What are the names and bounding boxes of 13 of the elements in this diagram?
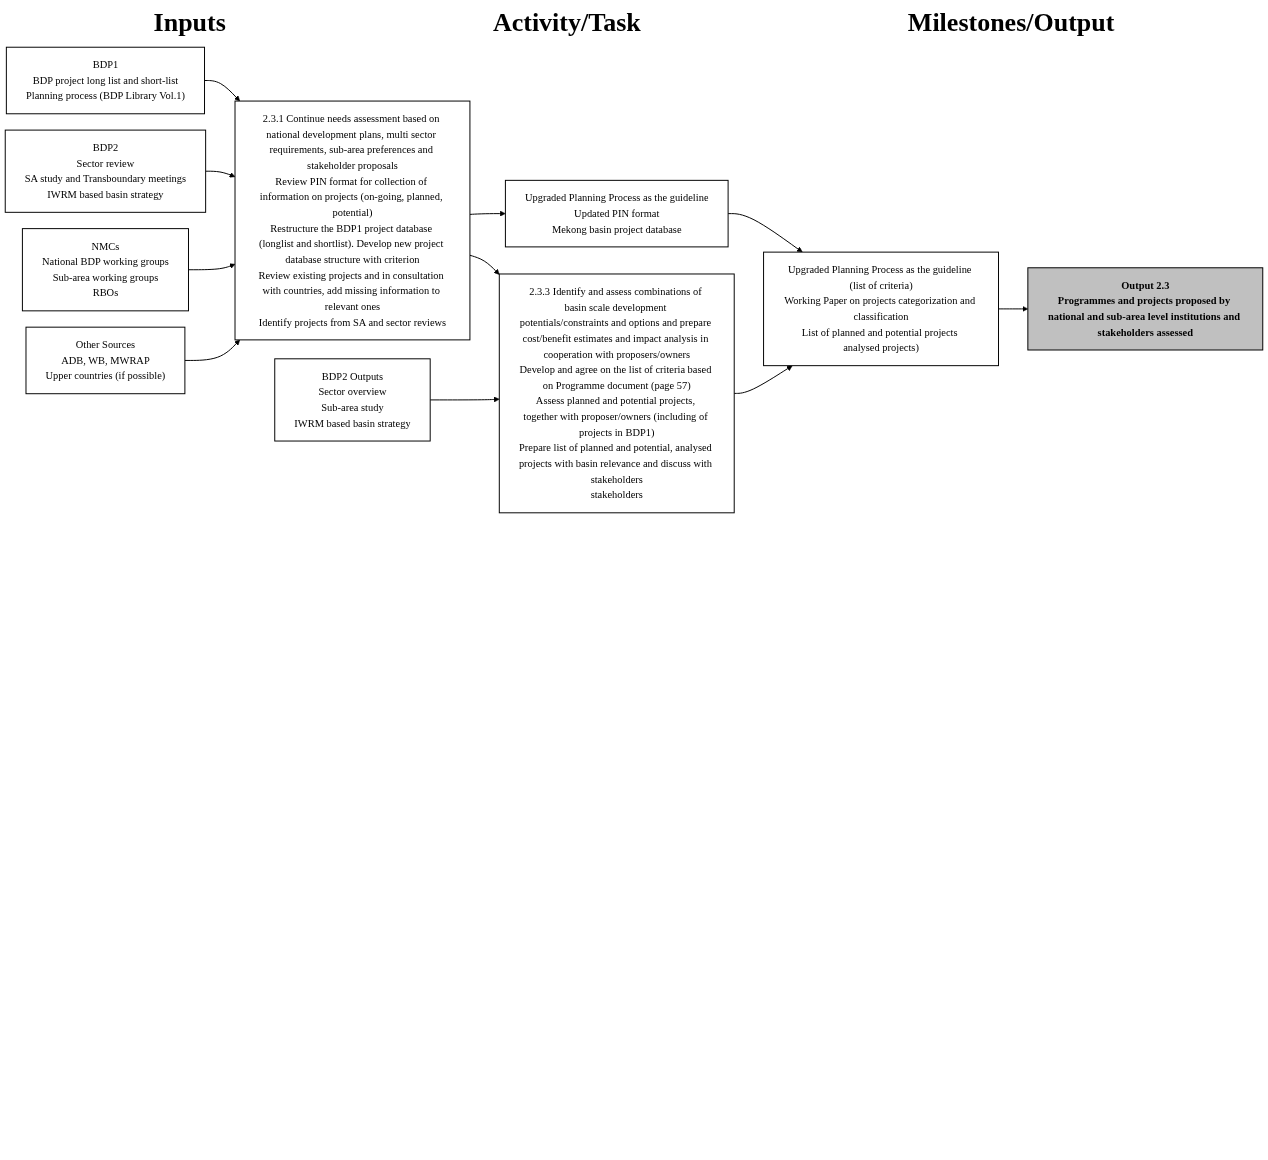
node-box: BDP2 Sector review SA study and Transboundary meetings IWRM based basin strategy bbox=[4, 129, 207, 213]
node-box: BDP1 BDP project long list and short-list Planning process (BDP Library Vol.1) bbox=[5, 46, 205, 115]
column-heading: Inputs bbox=[153, 8, 226, 38]
node-box: 2.3.3 Identify and assess combinations of basin scale development potentials/constraints and options and prepare cost/benefit estimates and impact analysis in cooperation with proposers/owners Develop and agree on the list of criteria based on Programme document (page 57) Assess planned and potential projects, together with proposer/owners (including of projects in BDP1) Prepare list of planned and potential, analysed projects with basin relevance and discuss with stakeholders stakeholders bbox=[498, 273, 735, 514]
node-box: 2.3.1 Continue needs assessment based on national development plans, multi sector requirements, sub-area preferences and stakeholder proposals Review PIN format for collection of information on projects (on-going, planned, potential) Restructure the BDP1 project database (longlist and shortlist). Develop new project database structure with criterion Review existing projects and in consultation with countries, add missing information to relevant ones Identify projects from SA and sector reviews bbox=[234, 100, 471, 341]
column-heading: Milestones/Output bbox=[907, 8, 1115, 38]
node-box: Upgraded Planning Process as the guideline Updated PIN format Mekong basin project database bbox=[504, 179, 729, 248]
node-box: Other Sources ADB, WB, MWRAP Upper countries (if possible) bbox=[25, 326, 186, 395]
node-box: Upgraded Planning Process as the guideline (list of criteria) Working Paper on projects categorization and classification List of planned and potential projects analysed projects) bbox=[763, 251, 999, 367]
node-box: Output 2.3 Programmes and projects proposed by national and sub-area level institutions and stakeholders assessed bbox=[1027, 267, 1264, 351]
column-heading: Activity/Task bbox=[492, 8, 641, 38]
node-box: BDP2 Outputs Sector overview Sub-area study IWRM based basin strategy bbox=[274, 358, 431, 442]
node-box: NMCs National BDP working groups Sub-area working groups RBOs bbox=[21, 228, 189, 312]
